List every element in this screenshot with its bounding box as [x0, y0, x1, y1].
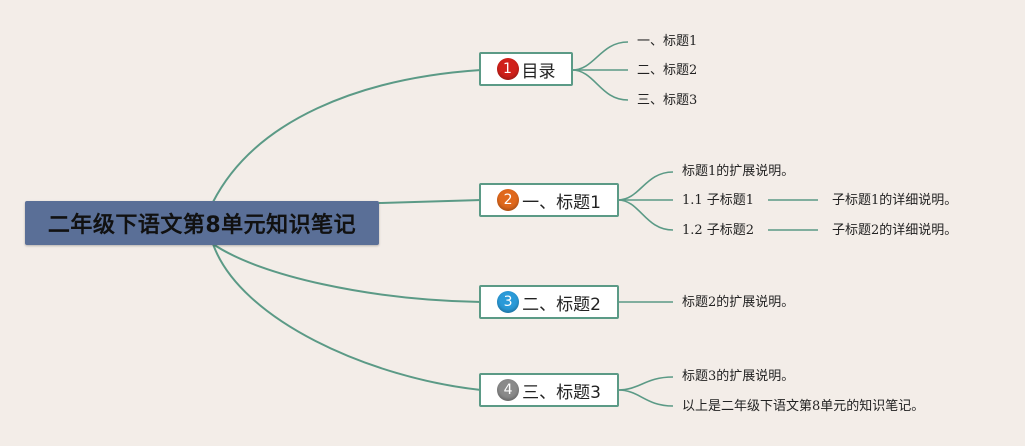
branch-topic-4[interactable]: 4 三、标题3 — [479, 373, 619, 407]
priority-2-icon: 2 — [497, 189, 520, 211]
connector-b1-c1 — [571, 41, 629, 71]
subtopic-2-1[interactable]: 标题1的扩展说明。 — [682, 164, 795, 179]
subtopic-2-2[interactable]: 1.1 子标题1 — [682, 193, 755, 208]
subtopic-1-1[interactable]: 一、标题1 — [637, 34, 698, 49]
branch-topic-1-label: 目录 — [521, 61, 556, 82]
priority-4-icon: 4 — [497, 379, 520, 401]
connector-b1-c3 — [571, 69, 629, 101]
connector-b2-c3 — [617, 199, 674, 231]
subtopic-4-1[interactable]: 标题3的扩展说明。 — [682, 369, 795, 384]
branch-topic-1[interactable]: 1 目录 — [479, 52, 573, 86]
connector-root-to-branch-3 — [212, 243, 482, 303]
subtopic-2-3[interactable]: 1.2 子标题2 — [682, 223, 755, 238]
subtopic-1-2[interactable]: 二、标题2 — [637, 63, 698, 78]
subtopic-2-2-detail[interactable]: 子标题1的详细说明。 — [832, 193, 958, 208]
priority-3-icon: 3 — [497, 291, 520, 313]
connector-b2-c1 — [617, 171, 674, 201]
subtopic-2-3-detail[interactable]: 子标题2的详细说明。 — [832, 223, 958, 238]
subtopic-4-2[interactable]: 以上是二年级下语文第8单元的知识笔记。 — [682, 399, 925, 414]
root-topic[interactable]: 二年级下语文第8单元知识笔记 — [25, 201, 379, 245]
connector-root-to-branch-1 — [212, 69, 482, 203]
connector-b4-c1 — [617, 376, 674, 391]
subtopic-3-1[interactable]: 标题2的扩展说明。 — [682, 295, 795, 310]
branch-topic-3[interactable]: 3 二、标题2 — [479, 285, 619, 319]
connector-root-to-branch-2 — [378, 199, 482, 204]
subtopic-1-3[interactable]: 三、标题3 — [637, 93, 698, 108]
branch-topic-4-label: 三、标题3 — [522, 382, 601, 403]
root-topic-label: 二年级下语文第8单元知识笔记 — [47, 213, 357, 238]
connector-b4-c2 — [617, 389, 674, 407]
branch-topic-3-label: 二、标题2 — [522, 294, 601, 315]
priority-1-icon: 1 — [496, 58, 519, 80]
connector-root-to-branch-4 — [212, 243, 482, 391]
branch-topic-2[interactable]: 2 一、标题1 — [479, 183, 619, 217]
branch-topic-2-label: 一、标题1 — [522, 192, 601, 213]
